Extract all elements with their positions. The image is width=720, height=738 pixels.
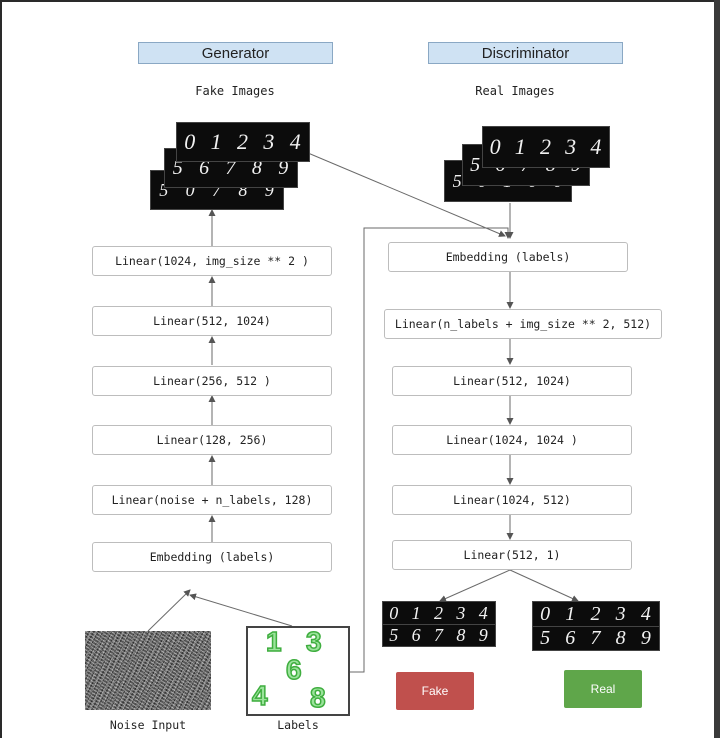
digit-glyph: 0 bbox=[489, 134, 502, 159]
digit-glyph: 0 bbox=[389, 602, 400, 623]
arrow-fake-to-disc bbox=[307, 152, 506, 237]
label-digit: 6 bbox=[285, 653, 302, 686]
digit-glyph: 4 bbox=[590, 134, 603, 159]
discriminator-header: Discriminator bbox=[428, 42, 623, 64]
digit-glyph: 2 bbox=[590, 602, 602, 625]
gen-layer-linear-128-256: Linear(128, 256) bbox=[92, 425, 332, 455]
digit-glyph: 3 bbox=[615, 602, 627, 625]
disc-layer-linear-1024-1024: Linear(1024, 1024 ) bbox=[392, 425, 632, 455]
digit-glyph: 8 bbox=[238, 179, 249, 200]
gen-layer-embedding: Embedding (labels) bbox=[92, 542, 332, 572]
digit-glyph: 0 bbox=[185, 179, 196, 200]
digit-glyph: 7 bbox=[211, 179, 222, 200]
digit-glyph: 1 bbox=[514, 134, 527, 159]
gen-layer-linear-out: Linear(1024, img_size ** 2 ) bbox=[92, 246, 332, 276]
digit-glyph: 1 bbox=[210, 129, 223, 154]
digit-glyph: 6 bbox=[565, 626, 577, 649]
digit-glyph: 7 bbox=[590, 626, 602, 649]
digit-glyph: 4 bbox=[478, 602, 489, 623]
digit-glyph: 1 bbox=[411, 602, 422, 623]
arrow-disc-to-fake-output bbox=[439, 569, 511, 602]
noise-input-image bbox=[85, 631, 211, 710]
disc-layer-linear-1024-512: Linear(1024, 512) bbox=[392, 485, 632, 515]
arrow-disc-to-real-output bbox=[509, 569, 579, 602]
digit-glyph: 3 bbox=[456, 602, 467, 623]
digit-glyph: 0 bbox=[184, 129, 197, 154]
digit-glyph: 4 bbox=[289, 129, 302, 154]
frame-edge bbox=[714, 0, 720, 738]
label-digit: 3 bbox=[305, 625, 322, 658]
digit-glyph: 6 bbox=[199, 156, 211, 179]
disc-layer-embedding: Embedding (labels) bbox=[388, 242, 628, 272]
digit-glyph: 8 bbox=[615, 626, 627, 649]
disc-layer-linear-512-1: Linear(512, 1) bbox=[392, 540, 632, 570]
digit-glyph: 9 bbox=[264, 179, 275, 200]
digit-glyph: 5 bbox=[172, 156, 184, 179]
digit-glyph: 1 bbox=[565, 602, 577, 625]
disc-layer-linear-512-1024: Linear(512, 1024) bbox=[392, 366, 632, 396]
digit-glyph: 2 bbox=[539, 134, 552, 159]
noise-input-caption: Noise Input bbox=[109, 718, 187, 732]
digit-glyph: 9 bbox=[278, 156, 290, 179]
digit-glyph: 9 bbox=[640, 626, 652, 649]
digit-glyph: 3 bbox=[565, 134, 578, 159]
generator-header: Generator bbox=[138, 42, 333, 64]
arrow-labels-to-disc-embedding bbox=[350, 227, 512, 673]
digit-glyph: 0 bbox=[540, 602, 552, 625]
disc-layer-linear-in: Linear(n_labels + img_size ** 2, 512) bbox=[384, 309, 662, 339]
gen-layer-linear-512-1024: Linear(512, 1024) bbox=[92, 306, 332, 336]
gen-layer-linear-in: Linear(noise + n_labels, 128) bbox=[92, 485, 332, 515]
digit-glyph: 5 bbox=[159, 179, 170, 200]
digit-glyph: 5 bbox=[540, 626, 552, 649]
digit-glyph: 6 bbox=[411, 624, 422, 645]
arrow-noise-to-embedding bbox=[147, 589, 191, 632]
digit-glyph: 7 bbox=[433, 624, 444, 645]
digit-glyph: 3 bbox=[263, 129, 276, 154]
labels-image: 1 3 6 4 8 bbox=[246, 625, 350, 716]
arrow-labels-to-embedding bbox=[189, 593, 293, 627]
digit-glyph: 9 bbox=[478, 624, 489, 645]
digit-glyph: 8 bbox=[251, 156, 263, 179]
real-images-caption: Real Images bbox=[475, 84, 555, 98]
fake-label-box: Fake bbox=[396, 672, 474, 710]
digit-glyph: 5 bbox=[389, 624, 400, 645]
digit-glyph: 7 bbox=[225, 156, 237, 179]
gen-layer-linear-256-512: Linear(256, 512 ) bbox=[92, 366, 332, 396]
label-digit: 4 bbox=[251, 679, 268, 712]
digit-glyph: 4 bbox=[640, 602, 652, 625]
labels-caption: Labels bbox=[277, 718, 319, 732]
label-digit: 1 bbox=[265, 625, 282, 658]
digit-glyph: 2 bbox=[433, 602, 444, 623]
digit-glyph: 8 bbox=[456, 624, 467, 645]
digit-glyph: 5 bbox=[452, 170, 463, 191]
digit-glyph: 5 bbox=[470, 153, 482, 176]
label-digit: 8 bbox=[309, 681, 326, 714]
fake-images-caption: Fake Images bbox=[195, 84, 275, 98]
real-label-box: Real bbox=[564, 670, 642, 708]
digit-glyph: 2 bbox=[236, 129, 249, 154]
